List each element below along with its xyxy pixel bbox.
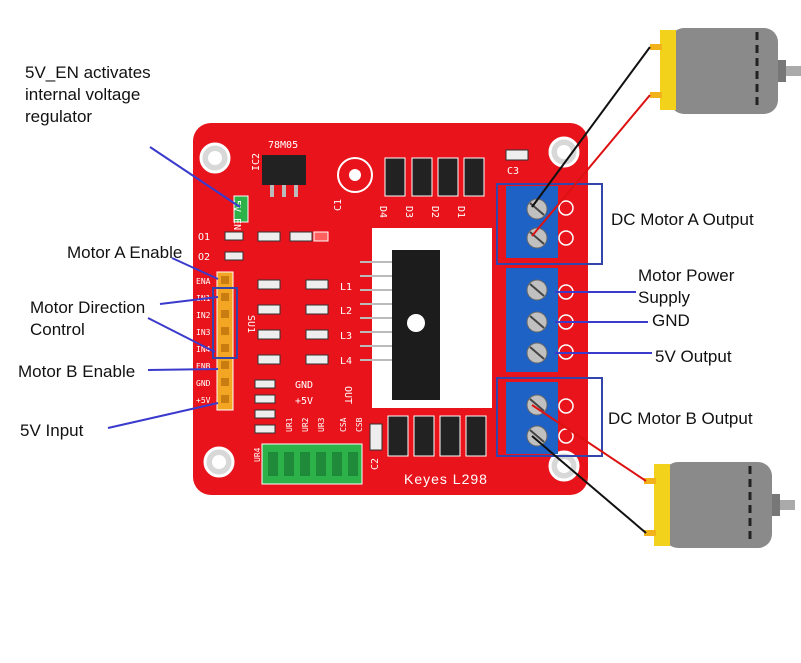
capacitor-c3 — [505, 149, 529, 161]
terminal-power — [506, 268, 558, 372]
l4-label: L4 — [340, 356, 352, 367]
gnd-small-label: GND — [295, 380, 313, 391]
jumper-block-green — [261, 443, 363, 485]
terminal-motor-b — [506, 382, 558, 454]
l2-label: L2 — [340, 306, 352, 317]
label-motor-a-enable: Motor A Enable — [67, 243, 183, 262]
label-vreg-line2: internal voltage — [25, 85, 141, 104]
jumper-label-ur4: UR4 — [253, 447, 262, 462]
label-dc-motor-a-output: DC Motor A Output — [611, 210, 754, 229]
direction-pins-box — [212, 287, 238, 359]
diodes-top — [384, 157, 485, 197]
diode-label-d3: D3 — [403, 206, 414, 218]
label-direction-line2: Control — [30, 320, 85, 339]
pin-header-left — [216, 271, 234, 411]
motor-a — [650, 28, 801, 114]
led-label-o1: O1 — [198, 232, 210, 243]
motor-wires — [531, 46, 651, 534]
cap-c3-label: C3 — [507, 166, 519, 177]
pin-5v-label: +5V — [196, 396, 211, 405]
motor-b-box — [496, 377, 603, 457]
label-direction-line1: Motor Direction — [30, 298, 146, 317]
jumper-5v-en — [233, 195, 249, 223]
jumper-label-csa: CSA — [339, 417, 348, 432]
pin-in3-label: IN3 — [196, 328, 211, 337]
label-vreg-line1: 5V_EN activates — [25, 63, 151, 82]
diodes-bottom — [387, 415, 487, 457]
jumper-label-ur1: UR1 — [285, 417, 294, 432]
motorb-label: MOTORB — [595, 412, 606, 448]
label-vreg-line3: regulator — [25, 107, 93, 126]
terminal-motor-a — [506, 186, 558, 258]
l3-label: L3 — [340, 331, 352, 342]
board-brand: Keyes L298 — [404, 471, 488, 487]
label-gnd: GND — [652, 311, 690, 330]
jumper-label-ur2: UR2 — [301, 417, 310, 432]
regulator-chip — [262, 155, 306, 185]
out-small-label: OUT — [342, 386, 353, 404]
label-motor-power-line1: Motor Power — [638, 266, 735, 285]
pointer-lines — [107, 146, 652, 429]
regulator-label: 78M05 — [268, 140, 298, 151]
label-5v-output: 5V Output — [655, 347, 732, 366]
su1-label: SU1 — [245, 315, 256, 333]
plus5v-small-label: +5V — [295, 396, 313, 407]
cap-c2-label: C2 — [370, 458, 381, 470]
led-label-o2: O2 — [198, 252, 210, 263]
pin-gnd-label: GND — [196, 379, 211, 388]
motor-b — [644, 462, 795, 548]
en-5v-label: 5V EN — [231, 200, 242, 230]
label-dc-motor-b-output: DC Motor B Output — [608, 409, 753, 428]
l1-label: L1 — [340, 282, 352, 293]
resistor-array — [254, 279, 329, 434]
pin-ena-label: ENA — [196, 277, 211, 286]
mounting-holes — [199, 136, 580, 482]
label-motor-power-line2: Supply — [638, 288, 690, 307]
pin-enb-label: ENB — [196, 362, 211, 371]
diode-label-d1: D1 — [455, 206, 466, 218]
pin-in2-label: IN2 — [196, 311, 211, 320]
cap-c1-label: C1 — [333, 199, 344, 211]
diode-label-d2: D2 — [429, 206, 440, 218]
jumper-label-csb: CSB — [355, 417, 364, 432]
ic2-label: IC2 — [251, 153, 262, 171]
diode-label-d4: D4 — [377, 206, 388, 218]
motora-label: MOTORA — [595, 198, 606, 234]
jumper-label-ur3: UR3 — [317, 417, 326, 432]
pin-in4-label: IN4 — [196, 345, 211, 354]
label-5v-input: 5V Input — [20, 421, 84, 440]
label-motor-b-enable: Motor B Enable — [18, 362, 136, 381]
